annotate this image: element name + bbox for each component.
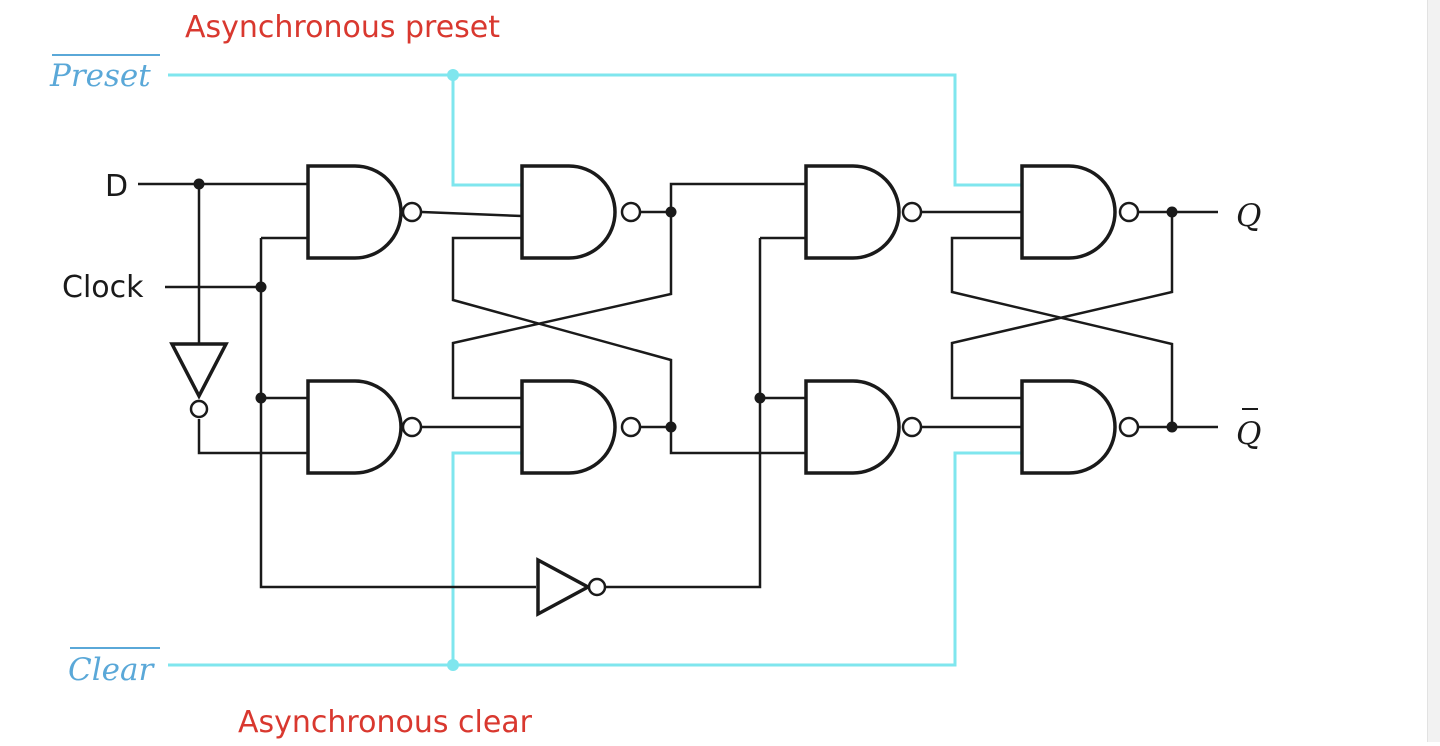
inverter-d bbox=[169, 342, 229, 419]
preset-input-label: Preset bbox=[49, 54, 160, 94]
window-edge bbox=[1427, 0, 1440, 742]
nand-gate-master-bottom bbox=[520, 379, 642, 475]
clear-wires bbox=[168, 451, 1022, 671]
signal-wires bbox=[138, 182, 1218, 589]
q-output-label: Q bbox=[1236, 198, 1261, 234]
d-input-label: D bbox=[105, 169, 128, 204]
inverter-clock bbox=[536, 557, 607, 617]
nand-gate-slave-bottom bbox=[1020, 379, 1140, 475]
nand-gate-slave-top bbox=[1020, 164, 1140, 260]
annotation-async-clear: Asynchronous clear bbox=[238, 705, 533, 740]
nand-gate-slave-input-top bbox=[804, 164, 923, 260]
preset-label-text: Preset bbox=[49, 58, 151, 94]
clear-label-text: Clear bbox=[68, 652, 155, 688]
clock-input-label: Clock bbox=[62, 270, 144, 305]
preset-wires bbox=[168, 69, 1022, 187]
q-bar-label-text: Q bbox=[1236, 416, 1261, 452]
nand-gate-slave-input-bottom bbox=[804, 379, 923, 475]
nand-gate-input-top bbox=[306, 164, 423, 260]
nand-gate-input-bottom bbox=[306, 379, 423, 475]
q-bar-output-label: Q bbox=[1236, 408, 1261, 452]
nand-gate-master-top bbox=[520, 164, 642, 260]
junction-dots bbox=[193, 178, 1178, 433]
clear-input-label: Clear bbox=[68, 647, 160, 688]
annotation-async-preset: Asynchronous preset bbox=[185, 10, 500, 45]
